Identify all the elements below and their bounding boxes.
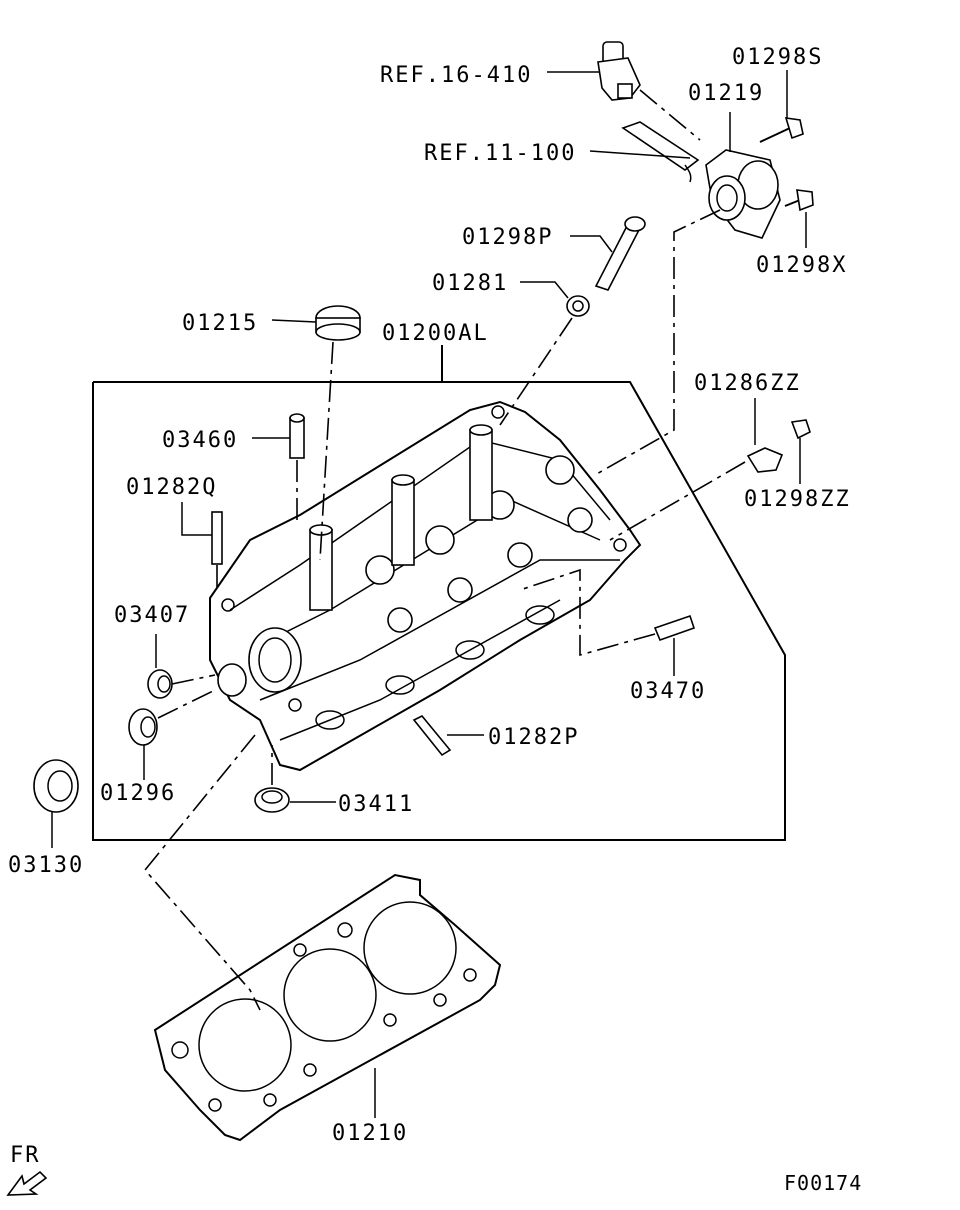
label-01282Q: 01282Q xyxy=(126,475,217,500)
part-01282Q-stud xyxy=(211,511,223,565)
label-01200AL: 01200AL xyxy=(382,321,489,346)
part-03470-dowel xyxy=(653,614,696,642)
label-01298X: 01298X xyxy=(756,253,847,278)
part-01282P-stud xyxy=(412,714,452,757)
figure-code: F00174 xyxy=(784,1171,862,1195)
label-01281: 01281 xyxy=(432,271,508,296)
part-01296-plug xyxy=(128,708,158,746)
part-03130-oil-seal xyxy=(33,759,79,813)
leader-lines xyxy=(51,70,807,1118)
part-01281-washer xyxy=(566,295,590,317)
part-03411-seal xyxy=(254,787,290,813)
part-01219-housing xyxy=(705,149,781,239)
label-01215: 01215 xyxy=(182,311,258,336)
part-01298S-bolt xyxy=(759,117,804,143)
cylinder-head xyxy=(209,400,642,772)
label-01282P: 01282P xyxy=(488,725,579,750)
front-direction-arrow-icon xyxy=(6,1170,48,1196)
callout-labels: REF.16-410 REF.11-100 01298S 01219 01298… xyxy=(8,45,851,1146)
assembly-lines xyxy=(143,89,746,1011)
label-01298S: 01298S xyxy=(732,45,823,70)
label-03130: 03130 xyxy=(8,853,84,878)
label-03411: 03411 xyxy=(338,792,414,817)
label-03460: 03460 xyxy=(162,428,238,453)
part-01298P-bolt xyxy=(594,216,646,291)
part-01286ZZ-bracket xyxy=(746,447,784,473)
front-direction-marker: FR xyxy=(6,1143,48,1196)
part-03407-seal xyxy=(147,669,173,699)
label-01296: 01296 xyxy=(100,781,176,806)
ref-16-410-sensor xyxy=(597,41,641,101)
label-01219: 01219 xyxy=(688,81,764,106)
ref-11-100-belt xyxy=(621,121,700,183)
part-01298X-bolt xyxy=(784,189,814,212)
part-01210-head-gasket xyxy=(153,873,502,1142)
part-03460-dowel xyxy=(289,413,305,459)
label-01298ZZ: 01298ZZ xyxy=(744,487,851,512)
label-01298P: 01298P xyxy=(462,225,553,250)
part-01215-seal xyxy=(315,305,361,341)
fr-label: FR xyxy=(10,1143,41,1168)
label-01286ZZ: 01286ZZ xyxy=(694,371,801,396)
label-ref-11-100: REF.11-100 xyxy=(424,141,576,166)
label-03470: 03470 xyxy=(630,679,706,704)
part-01298ZZ-bolt xyxy=(790,419,811,440)
assembly-frame xyxy=(92,345,786,841)
label-ref-16-410: REF.16-410 xyxy=(380,63,532,88)
label-03407: 03407 xyxy=(114,603,190,628)
label-01210: 01210 xyxy=(332,1121,408,1146)
